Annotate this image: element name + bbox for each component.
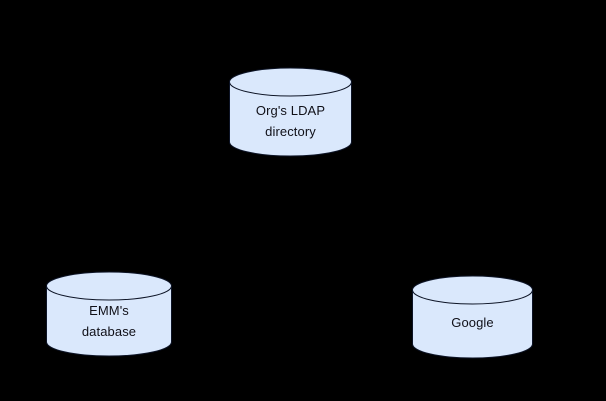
cylinder-rim bbox=[229, 81, 352, 97]
cylinder-body bbox=[46, 271, 172, 357]
cylinder-shape bbox=[229, 67, 352, 157]
cylinder-google[interactable]: Google bbox=[412, 275, 533, 359]
cylinder-shape bbox=[46, 271, 172, 357]
cylinder-rim bbox=[412, 289, 533, 305]
cylinder-shape bbox=[412, 275, 533, 359]
cylinder-org-ldap-directory[interactable]: Org's LDAP directory bbox=[229, 67, 352, 157]
cylinder-body bbox=[229, 67, 352, 157]
cylinder-body bbox=[412, 275, 533, 359]
cylinder-rim bbox=[46, 285, 172, 301]
cylinder-emm-database[interactable]: EMM's database bbox=[46, 271, 172, 357]
